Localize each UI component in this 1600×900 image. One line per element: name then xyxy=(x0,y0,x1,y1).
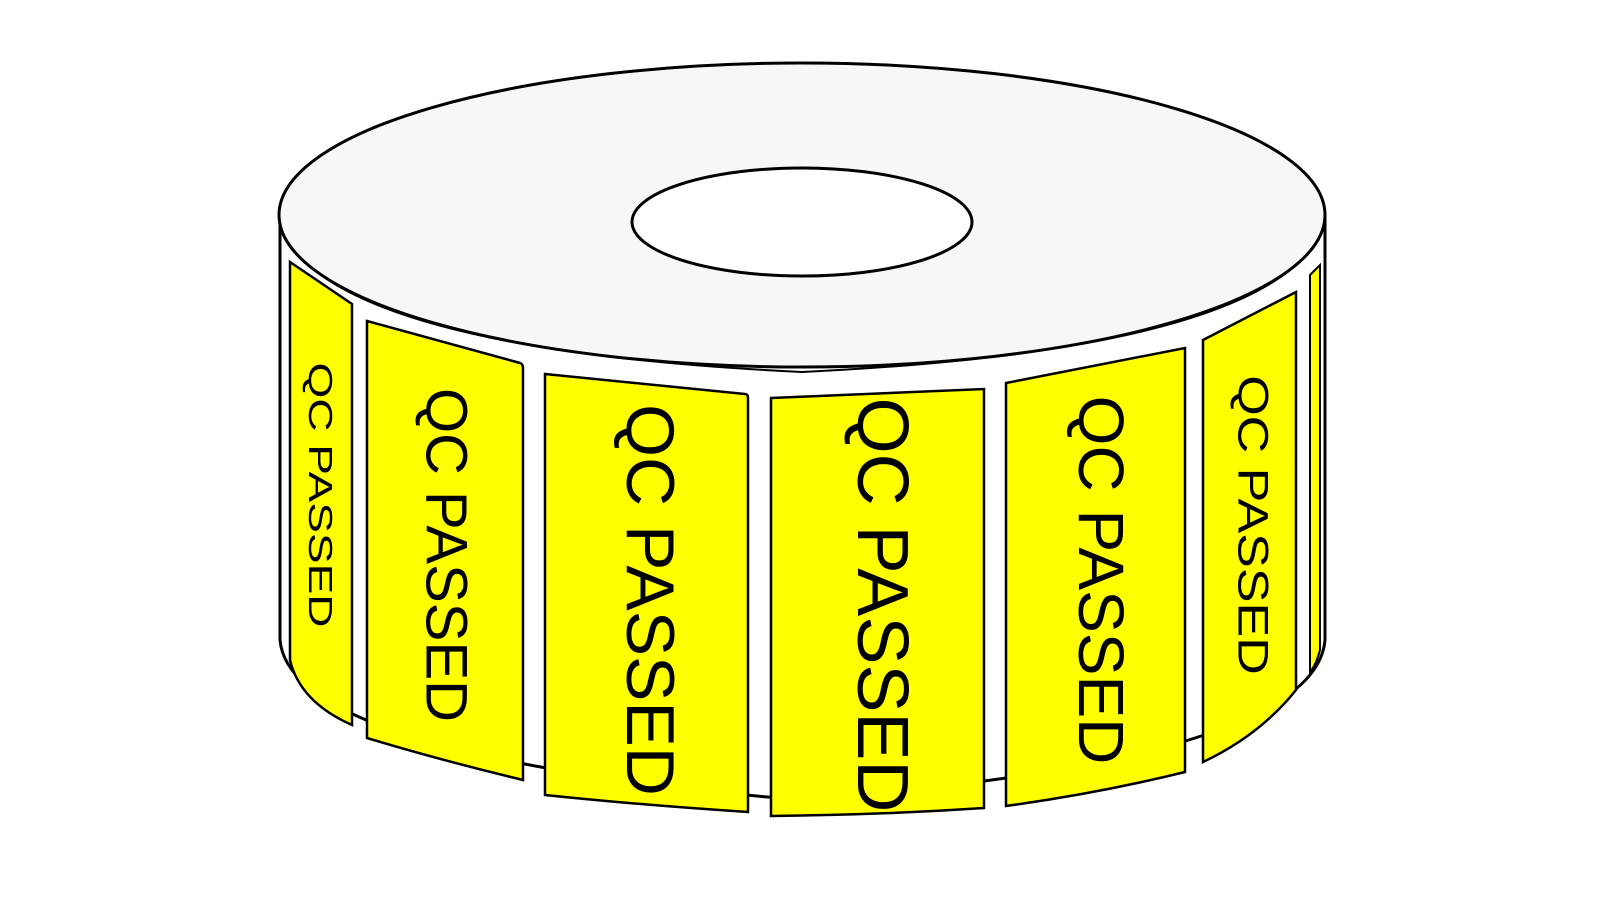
label xyxy=(1309,262,1321,675)
label: QC PASSED xyxy=(1201,289,1298,764)
label: QC PASSED xyxy=(1004,346,1187,808)
label: QC PASSED xyxy=(543,372,750,814)
label-text: QC PASSED xyxy=(1229,375,1277,675)
label-text: QC PASSED xyxy=(414,388,479,722)
label-text: QC PASSED xyxy=(842,398,922,813)
label-text: QC PASSED xyxy=(1065,396,1137,765)
roll-core-hole xyxy=(630,166,974,278)
label: QC PASSED xyxy=(365,319,525,782)
label: QC PASSED xyxy=(769,387,986,818)
roll-top-rim xyxy=(281,231,1323,374)
label-strip: QC PASSED QC PASSED QC PASSED QC PASSED … xyxy=(288,259,1321,818)
label-text: QC PASSED xyxy=(612,404,688,796)
label: QC PASSED xyxy=(288,259,354,727)
label-text: QC PASSED xyxy=(302,363,338,628)
